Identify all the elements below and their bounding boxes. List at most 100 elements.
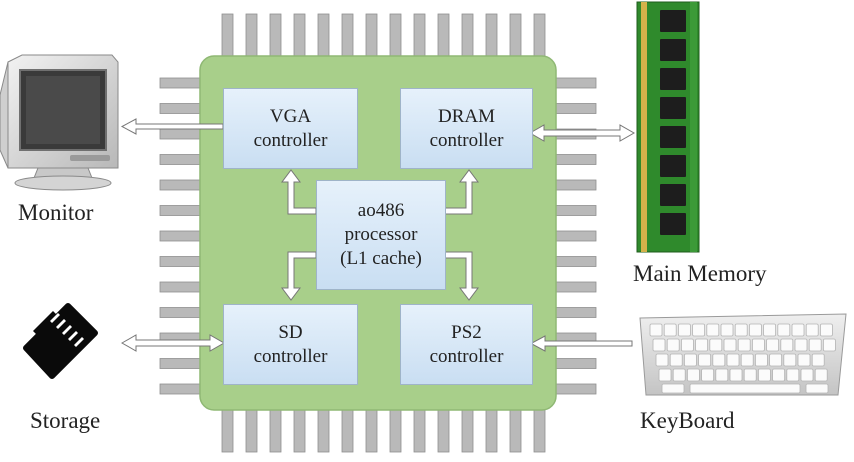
chip-pin [553,77,597,89]
chip-pin [159,230,203,242]
processor-block-title: ao486 [357,200,405,222]
keyboard-key [709,338,723,352]
monitor-label: Monitor [18,200,94,225]
sd-card-contact [62,325,72,335]
processor-block-cache: (L1 cache) [340,247,422,269]
keyboard-key [808,338,822,352]
chip-pin [553,383,597,395]
keyboard-label: KeyBoard [640,408,735,433]
keyboard-key [777,323,791,337]
arrow-cpu-sd [281,251,317,301]
chip-pin [437,13,450,59]
chip-pin [461,407,474,453]
chip-pin [245,13,258,59]
chip-pin [461,13,474,59]
keyboard-key [706,323,720,337]
chip-pin [553,205,597,216]
keyboard-key [823,338,836,352]
keyboard-key [715,368,729,382]
chip-pin [413,407,426,453]
keyboard-key [720,323,734,337]
keyboard-key [669,353,683,367]
chip-pin [293,13,306,59]
keyboard-key [758,368,771,382]
main-memory-label: Main Memory [633,261,767,286]
keyboard-key [772,368,785,382]
chip-pin [553,281,597,293]
sd-block-subtitle: controller [253,345,328,367]
ps2-block-title: PS2 [451,321,482,343]
dram-block-subtitle: controller [429,129,504,151]
chip-pin [159,383,203,395]
keyboard-key [749,323,762,337]
keyboard-key [805,383,829,394]
memory-chip [660,39,686,61]
memory-chip [660,184,686,206]
keyboard-key [655,353,669,367]
arrow-cpu-ps2 [443,251,479,301]
chip-pin [341,13,354,59]
sd-card-contact [74,337,84,347]
chip-pin [509,13,522,59]
memory-chip [660,97,686,119]
chip-pin [159,154,203,165]
keyboard-icon [639,313,847,396]
chip-pin [159,179,203,191]
chip-pin [553,256,597,267]
arrow-cpu-dram [443,169,479,215]
chip-pin [365,13,378,59]
keyboard-key [797,353,811,367]
keyboard-key [723,338,737,352]
keyboard-key [701,368,714,382]
chip-pin [533,407,546,453]
chip-pin [245,407,258,453]
keyboard-key [695,338,708,352]
dram-controller-block: DRAM controller [400,88,533,169]
keyboard-key [743,368,757,382]
chip-pin [437,407,450,453]
keyboard-key [752,338,765,352]
keyboard-key [663,323,677,337]
memory-chip [660,213,686,235]
sd-card-contact [56,319,66,329]
keyboard-key [734,323,748,337]
chip-pin [293,407,306,453]
chip-pin [485,407,498,453]
chip-pin [553,358,597,369]
chip-pin [221,13,234,59]
ps2-block-subtitle: controller [429,345,504,367]
keyboard-key [783,353,797,367]
chip-pin [269,13,282,59]
chip-pin [553,179,597,191]
sd-block-title: SD [278,321,303,343]
keyboard-key [692,323,705,337]
chip-pin [553,307,597,318]
processor-block: ao486 processor (L1 cache) [316,180,446,290]
arrow-keyboard-ps2 [529,335,633,352]
memory-module-icon [636,1,700,253]
memory-chip [660,155,686,177]
chip-pin [389,13,402,59]
keyboard-key [769,353,782,367]
vga-controller-block: VGA controller [223,88,358,169]
processor-block-subtitle: processor [344,224,418,246]
sd-card-contact [68,331,78,341]
chip-pin [159,307,203,318]
ps2-controller-block: PS2 controller [400,304,533,385]
keyboard-spacebar [689,383,801,394]
keyboard-key [649,323,663,337]
keyboard-key [755,353,768,367]
keyboard-key [763,323,776,337]
memory-chip [660,10,686,32]
monitor-icon [0,54,119,191]
chip-pin [509,407,522,453]
arrow-vga-monitor [120,118,224,135]
chip-pin [159,281,203,293]
keyboard-key [811,353,825,367]
keyboard-key [791,323,805,337]
chip-pin [159,358,203,369]
chip-pin [389,407,402,453]
keyboard-key [805,323,819,337]
sd-controller-block: SD controller [223,304,358,385]
keyboard-key [814,368,828,382]
